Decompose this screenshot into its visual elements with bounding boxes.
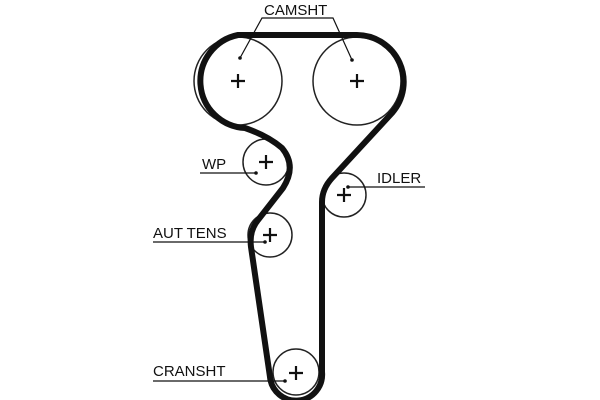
timing-belt bbox=[197, 32, 407, 400]
tensioner-pulley bbox=[247, 212, 293, 258]
camshaft-label: CAMSHT bbox=[264, 2, 327, 19]
center-cross bbox=[231, 74, 364, 380]
idler-label: IDLER bbox=[377, 170, 421, 187]
camshaft-leader-line bbox=[239, 17, 353, 61]
water-pump-label: WP bbox=[202, 156, 226, 173]
crankshaft-label: CRANSHT bbox=[153, 363, 226, 380]
tensioner-label: AUT TENS bbox=[153, 225, 227, 242]
